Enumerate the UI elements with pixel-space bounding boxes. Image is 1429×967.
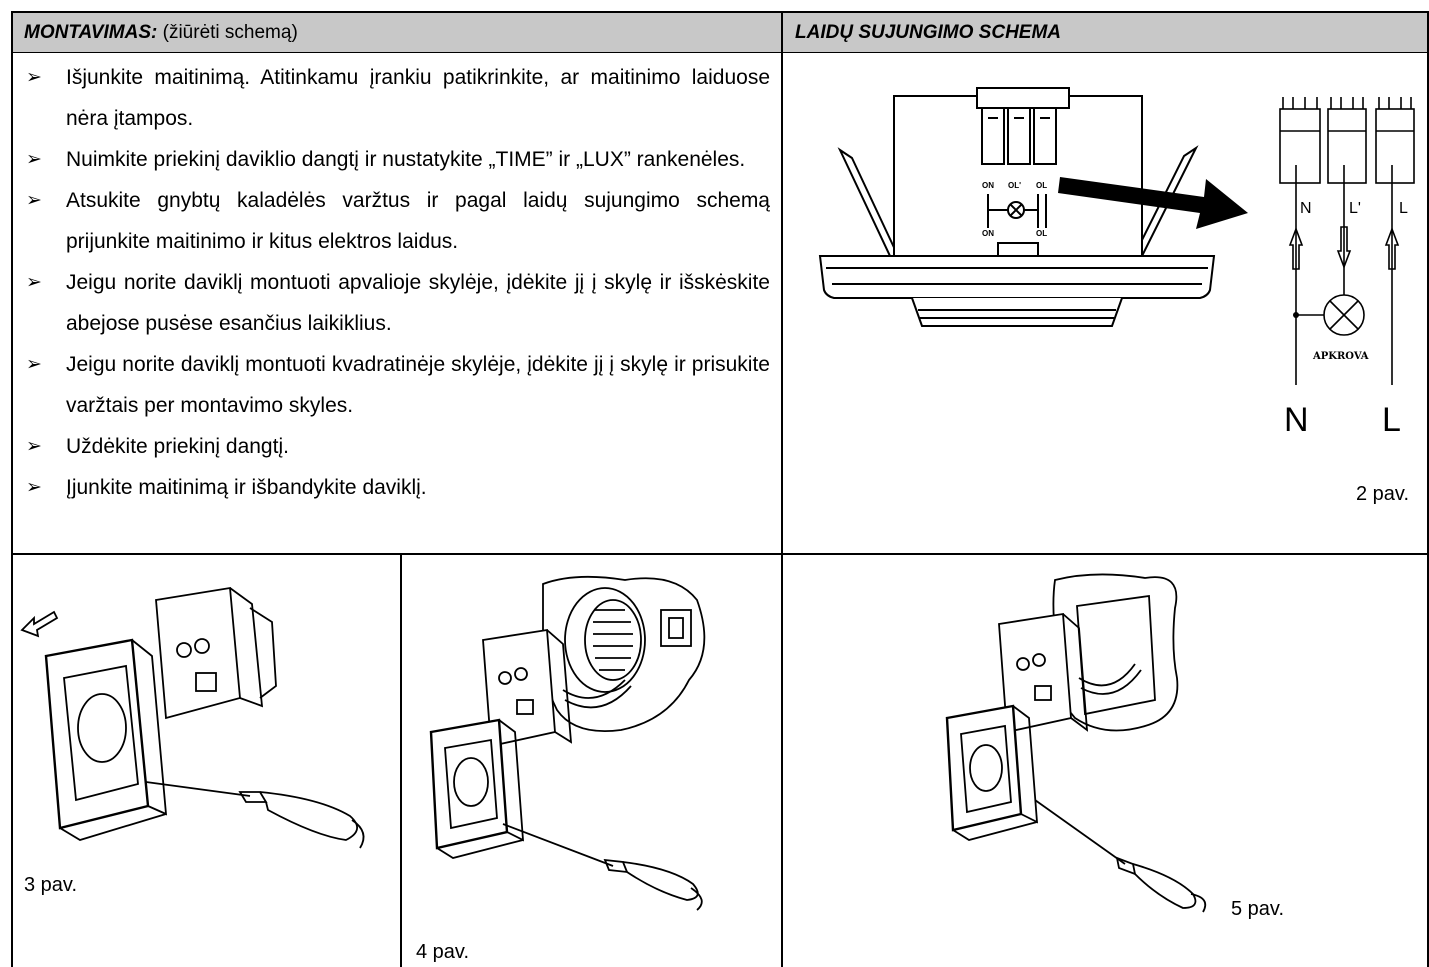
figure-caption-4: 4 pav. xyxy=(416,941,469,963)
step-text: Įjunkite maitinimą ir išbandykite davikl… xyxy=(66,476,427,499)
header-wiring-scheme-title: LAIDŲ SUJUNGIMO SCHEMA xyxy=(795,22,1062,43)
sensor-terminal-label: OL xyxy=(1036,181,1047,190)
arrow-bullet-icon: ➢ xyxy=(26,67,42,88)
terminal-label-n: N xyxy=(1300,200,1312,217)
figure-5-illustration xyxy=(945,573,1207,913)
step-text: Uždėkite priekinį dangtį. xyxy=(66,435,289,458)
list-item: ➢ Jeigu norite daviklį montuoti apvalioje… xyxy=(22,262,770,344)
figure-3-illustration xyxy=(20,586,365,849)
arrow-right-icon xyxy=(1058,177,1248,229)
sensor-mounting-illustration: ON OL' OL ON OL xyxy=(818,87,1216,327)
header-montavimas: MONTAVIMAS: (žiūrėti schemą) xyxy=(24,22,298,44)
figure-4-illustration xyxy=(429,575,706,911)
terminal-label-l-prime: L' xyxy=(1349,200,1361,217)
sensor-terminal-label: ON xyxy=(982,229,994,238)
arrow-bullet-icon: ➢ xyxy=(26,149,42,170)
list-item: ➢ Išjunkite maitinimą. Atitinkamu įrankiu… xyxy=(22,57,770,139)
arrow-bullet-icon: ➢ xyxy=(26,477,42,498)
list-item: ➢ Jeigu norite daviklį montuoti kvadratin… xyxy=(22,344,770,426)
step-text: Jeigu norite daviklį montuoti apvalioje … xyxy=(66,271,770,335)
figure-caption-3: 3 pav. xyxy=(24,874,77,896)
column-divider-lower xyxy=(400,554,402,967)
arrow-bullet-icon: ➢ xyxy=(26,272,42,293)
supply-label-l: L xyxy=(1382,401,1401,439)
table-border-right xyxy=(1427,11,1429,967)
row-divider xyxy=(11,553,1429,555)
header-background-left xyxy=(12,12,781,52)
table-border-top xyxy=(11,11,1429,13)
sensor-terminal-label: OL' xyxy=(1008,181,1021,190)
header-montavimas-bold: MONTAVIMAS: xyxy=(24,22,158,43)
load-label: APKROVA xyxy=(1312,351,1369,362)
arrow-bullet-icon: ➢ xyxy=(26,190,42,211)
arrow-bullet-icon: ➢ xyxy=(26,354,42,375)
header-wiring-scheme: LAIDŲ SUJUNGIMO SCHEMA xyxy=(795,22,1061,44)
terminal-label-l: L xyxy=(1399,200,1408,217)
step-text: Jeigu norite daviklį montuoti kvadratinė… xyxy=(66,353,770,417)
column-divider-main xyxy=(781,11,783,967)
wiring-schematic: N L' L APKROVA N L xyxy=(1279,97,1415,439)
figure-caption-2: 2 pav. xyxy=(1356,483,1409,505)
header-divider xyxy=(11,52,1429,53)
header-background-right xyxy=(783,12,1428,52)
list-item: ➢ Atsukite gnybtų kaladėlės varžtus ir pa… xyxy=(22,180,770,262)
sensor-terminal-label: ON xyxy=(982,181,994,190)
step-text: Išjunkite maitinimą. Atitinkamu įrankiu … xyxy=(66,66,770,130)
supply-label-n: N xyxy=(1284,401,1309,439)
table-border-left xyxy=(11,11,13,967)
figure-caption-5: 5 pav. xyxy=(1231,898,1284,920)
step-text: Atsukite gnybtų kaladėlės varžtus ir pag… xyxy=(66,189,770,253)
installation-steps-list: ➢ Išjunkite maitinimą. Atitinkamu įrankiu… xyxy=(22,57,770,508)
list-item: ➢ Uždėkite priekinį dangtį. xyxy=(22,426,770,467)
list-item: ➢ Nuimkite priekinį daviklio dangtį ir nu… xyxy=(22,139,770,180)
header-montavimas-note: (žiūrėti schemą) xyxy=(157,22,298,43)
arrow-bullet-icon: ➢ xyxy=(26,436,42,457)
step-text: Nuimkite priekinį daviklio dangtį ir nus… xyxy=(66,148,746,171)
list-item: ➢ Įjunkite maitinimą ir išbandykite davik… xyxy=(22,467,770,508)
junction-dot xyxy=(1293,312,1299,318)
sensor-terminal-label: OL xyxy=(1036,229,1047,238)
